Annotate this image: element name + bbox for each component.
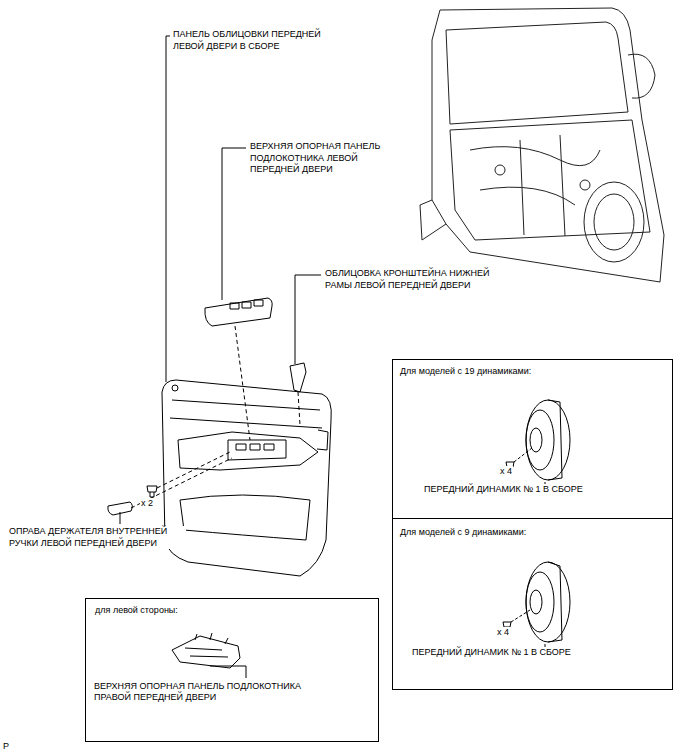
quantity: x 2 [140, 498, 154, 510]
part-name: ВЕРХНЯЯ ОПОРНАЯ ПАНЕЛЬ ПОДЛОКОТНИКА ПРАВ… [93, 681, 317, 704]
part-name: ПЕРЕДНИЙ ДИНАМИК № 1 В СБОРЕ [423, 484, 584, 495]
part-name: ВЕРХНЯЯ ОПОРНАЯ ПАНЕЛЬ ПОДЛОКОТНИКА ЛЕВО… [249, 141, 399, 176]
part-name: ПЕРЕДНИЙ ДИНАМИК № 1 В СБОРЕ [411, 647, 572, 658]
option-box: Для моделей с 9 динамиками: x 4 ПЕРЕДНИЙ Д… [392, 518, 673, 690]
box-heading: Для моделей с 9 динамиками: [399, 527, 527, 538]
bracket-trim [290, 363, 306, 392]
assembly-line [131, 326, 300, 508]
screw [147, 486, 157, 497]
variant-box: для левой стороны: ВЕРХНЯЯ ОПОРНАЯ ПАНЕЛЬ… [85, 598, 379, 742]
armrest-panel-right [172, 633, 240, 668]
part-name: ОПРАВА ДЕРЖАТЕЛЯ ВНУТРЕННЕЙ РУЧКИ ЛЕВОЙ … [8, 526, 186, 549]
part-name: ОБЛИЦОВКА КРОНШТЕЙНА НИЖНЕЙ РАМЫ ЛЕВОЙ П… [324, 268, 500, 291]
part-name: ПАНЕЛЬ ОБЛИЦОВКИ ПЕРЕДНЕЙ ЛЕВОЙ ДВЕРИ В … [172, 29, 336, 52]
figure-code: P [2, 741, 10, 753]
armrest-upper-panel [205, 298, 272, 326]
option-box: Для моделей с 19 динамиками: x 4 ПЕРЕДНИЙ … [392, 359, 673, 519]
part-name: x 4 [496, 627, 510, 638]
box-heading: Для моделей с 19 динамиками: [399, 366, 532, 377]
box-heading: для левой стороны: [94, 605, 179, 616]
speaker-19 [506, 400, 570, 480]
leader-line [120, 36, 545, 678]
part-name: x 4 [499, 466, 513, 477]
door-trim-panel [162, 380, 331, 576]
door-body [420, 8, 664, 282]
speaker-9 [503, 562, 570, 642]
